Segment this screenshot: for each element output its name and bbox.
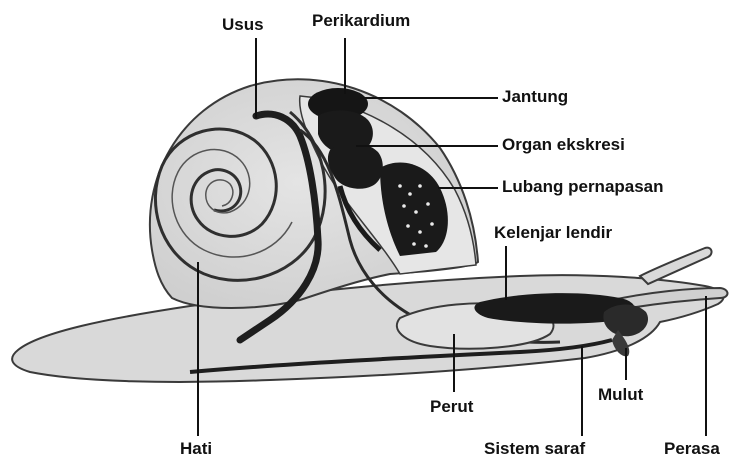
label-perasa: Perasa: [664, 440, 720, 457]
label-lubang-pernapasan: Lubang pernapasan: [502, 178, 664, 195]
label-jantung: Jantung: [502, 88, 568, 105]
label-kelenjar-lendir: Kelenjar lendir: [494, 224, 612, 241]
label-mulut: Mulut: [598, 386, 643, 403]
label-perikardium: Perikardium: [312, 12, 410, 29]
label-sistem-saraf: Sistem saraf: [484, 440, 585, 457]
label-perut: Perut: [430, 398, 473, 415]
label-usus: Usus: [222, 16, 264, 33]
label-hati: Hati: [180, 440, 212, 457]
label-organ-ekskresi: Organ ekskresi: [502, 136, 625, 153]
upper-tentacle: [640, 248, 712, 284]
